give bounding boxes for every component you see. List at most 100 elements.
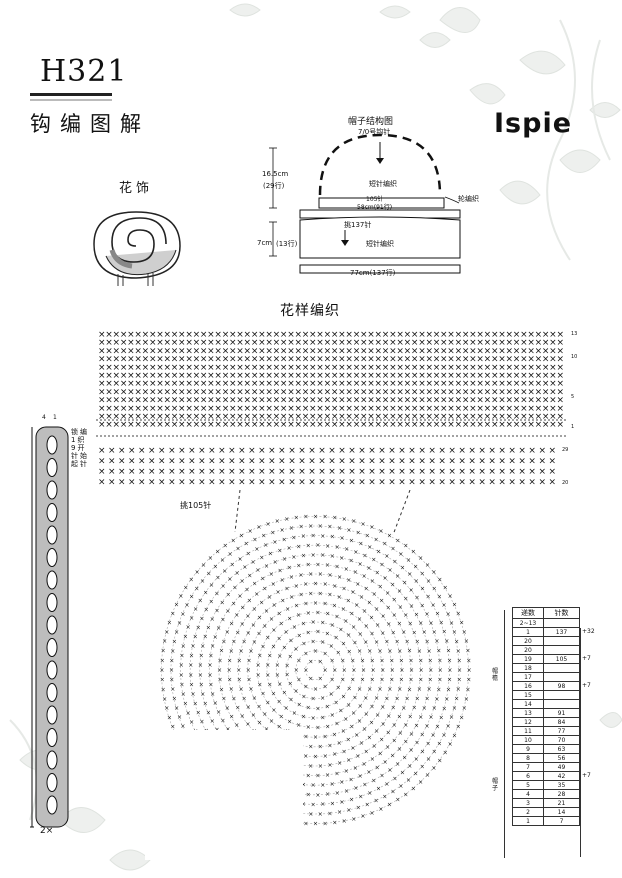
round-stitch: × (349, 777, 354, 784)
row-number: 3 (512, 798, 544, 808)
round-stitch: × (334, 635, 339, 642)
round-stitch: × (162, 696, 167, 703)
round-stitch: × (252, 581, 257, 588)
row-marker-10: 10 (571, 354, 578, 360)
stitch-row: ××××××××××××××××××××××××××××××××××××××××… (98, 355, 564, 365)
round-stitch: × (284, 516, 289, 523)
round-stitch: × (347, 649, 352, 656)
round-stitch: × (320, 533, 325, 540)
round-stitch: × (191, 643, 196, 650)
title-rule-shadow (30, 99, 112, 101)
round-stitch: × (407, 763, 412, 770)
round-stitch: × (361, 813, 366, 820)
round-stitch: × (387, 686, 392, 693)
pickup-label: 挑105针 (180, 501, 212, 510)
round-stitch: × (439, 620, 444, 627)
round-stitch: × (318, 590, 323, 597)
round-stitch: × (189, 719, 194, 726)
round-stitch: × (436, 648, 441, 655)
round-stitch: × (380, 677, 385, 684)
stitch-chart: ××××××××××××××××××××××××××××××××××××××××… (96, 330, 566, 488)
round-stitch: × (403, 739, 408, 746)
round-stitch: × (320, 695, 325, 702)
strip-number-4: 4 (42, 414, 46, 421)
round-stitch: × (301, 693, 306, 700)
round-stitch: × (332, 667, 337, 674)
round-stitch: × (328, 762, 333, 769)
round-stitch: × (357, 648, 362, 655)
round-stitch: × (370, 810, 375, 817)
round-stitch: × (257, 682, 262, 689)
round-stitch: × (235, 705, 240, 712)
strip-bottom-label: 2× (40, 826, 54, 836)
round-stitch: × (278, 568, 283, 575)
round-stitch: × (403, 612, 408, 619)
row-number: 18 (512, 663, 544, 673)
round-stitch: × (167, 620, 172, 627)
round-stitch: × (329, 691, 334, 698)
round-stitch: × (234, 722, 239, 729)
round-stitch: × (456, 724, 461, 731)
round-stitch: × (272, 539, 277, 546)
round-stitch: × (164, 705, 169, 712)
round-stitch: × (313, 600, 318, 607)
round-stitch: × (209, 598, 214, 605)
round-stitch: × (330, 553, 335, 560)
round-stitch: × (238, 593, 243, 600)
round-stitch: × (296, 612, 301, 619)
table-row: 20 (512, 645, 580, 655)
row-marker-29: 29 (562, 447, 569, 453)
round-stitch: × (236, 546, 241, 553)
round-stitch: × (299, 524, 304, 531)
stitch-count: 42+7 (543, 771, 591, 781)
round-stitch: × (466, 677, 471, 684)
round-stitch: × (374, 536, 379, 543)
round-stitch: × (457, 667, 462, 674)
round-stitch: × (392, 775, 397, 782)
round-stitch: × (275, 662, 280, 669)
round-stitch: × (273, 559, 278, 566)
stitch-count: 7 (543, 816, 580, 826)
round-stitch: × (349, 557, 354, 564)
round-stitch: × (426, 578, 431, 585)
round-stitch: × (199, 719, 204, 726)
round-stitch: × (301, 641, 306, 648)
round-stitch: × (189, 615, 194, 622)
round-stitch: × (418, 677, 423, 684)
round-stitch: × (351, 816, 356, 823)
round-stitch: × (397, 714, 402, 721)
round-stitch: × (370, 756, 375, 763)
round-stitch: × (462, 705, 467, 712)
stitch-row: × × × × × × × × × × × × × × × × × × × × … (98, 467, 556, 477)
round-stitch: × (350, 658, 355, 665)
round-stitch: × (358, 794, 363, 801)
round-stitch: × (246, 630, 251, 637)
round-stitch: × (437, 740, 442, 747)
round-stitch: × (183, 701, 188, 708)
round-stitch: × (415, 639, 420, 646)
round-stitch: × (301, 533, 306, 540)
round-stitch: × (415, 740, 420, 747)
round-stitch: × (330, 677, 335, 684)
stitch-count: 105+7 (543, 654, 591, 664)
round-stitch: × (367, 686, 372, 693)
round-stitch: × (446, 611, 451, 618)
round-stitch: × (414, 756, 419, 763)
round-stitch: × (313, 648, 318, 655)
round-stitch: × (407, 686, 412, 693)
round-stitch: × (161, 648, 166, 655)
round-stitch: × (227, 667, 232, 674)
round-stitch: × (367, 544, 372, 551)
round-stitch: × (245, 587, 250, 594)
round-stitch: × (346, 757, 351, 764)
hat-structure-diagram (269, 133, 461, 274)
round-stitch: × (349, 611, 354, 618)
round-stitch: × (279, 621, 284, 628)
round-stitch: × (315, 725, 320, 732)
round-stitch: × (337, 809, 342, 816)
round-stitch: × (439, 715, 444, 722)
round-stitch: × (359, 740, 364, 747)
round-stitch: × (320, 782, 325, 789)
